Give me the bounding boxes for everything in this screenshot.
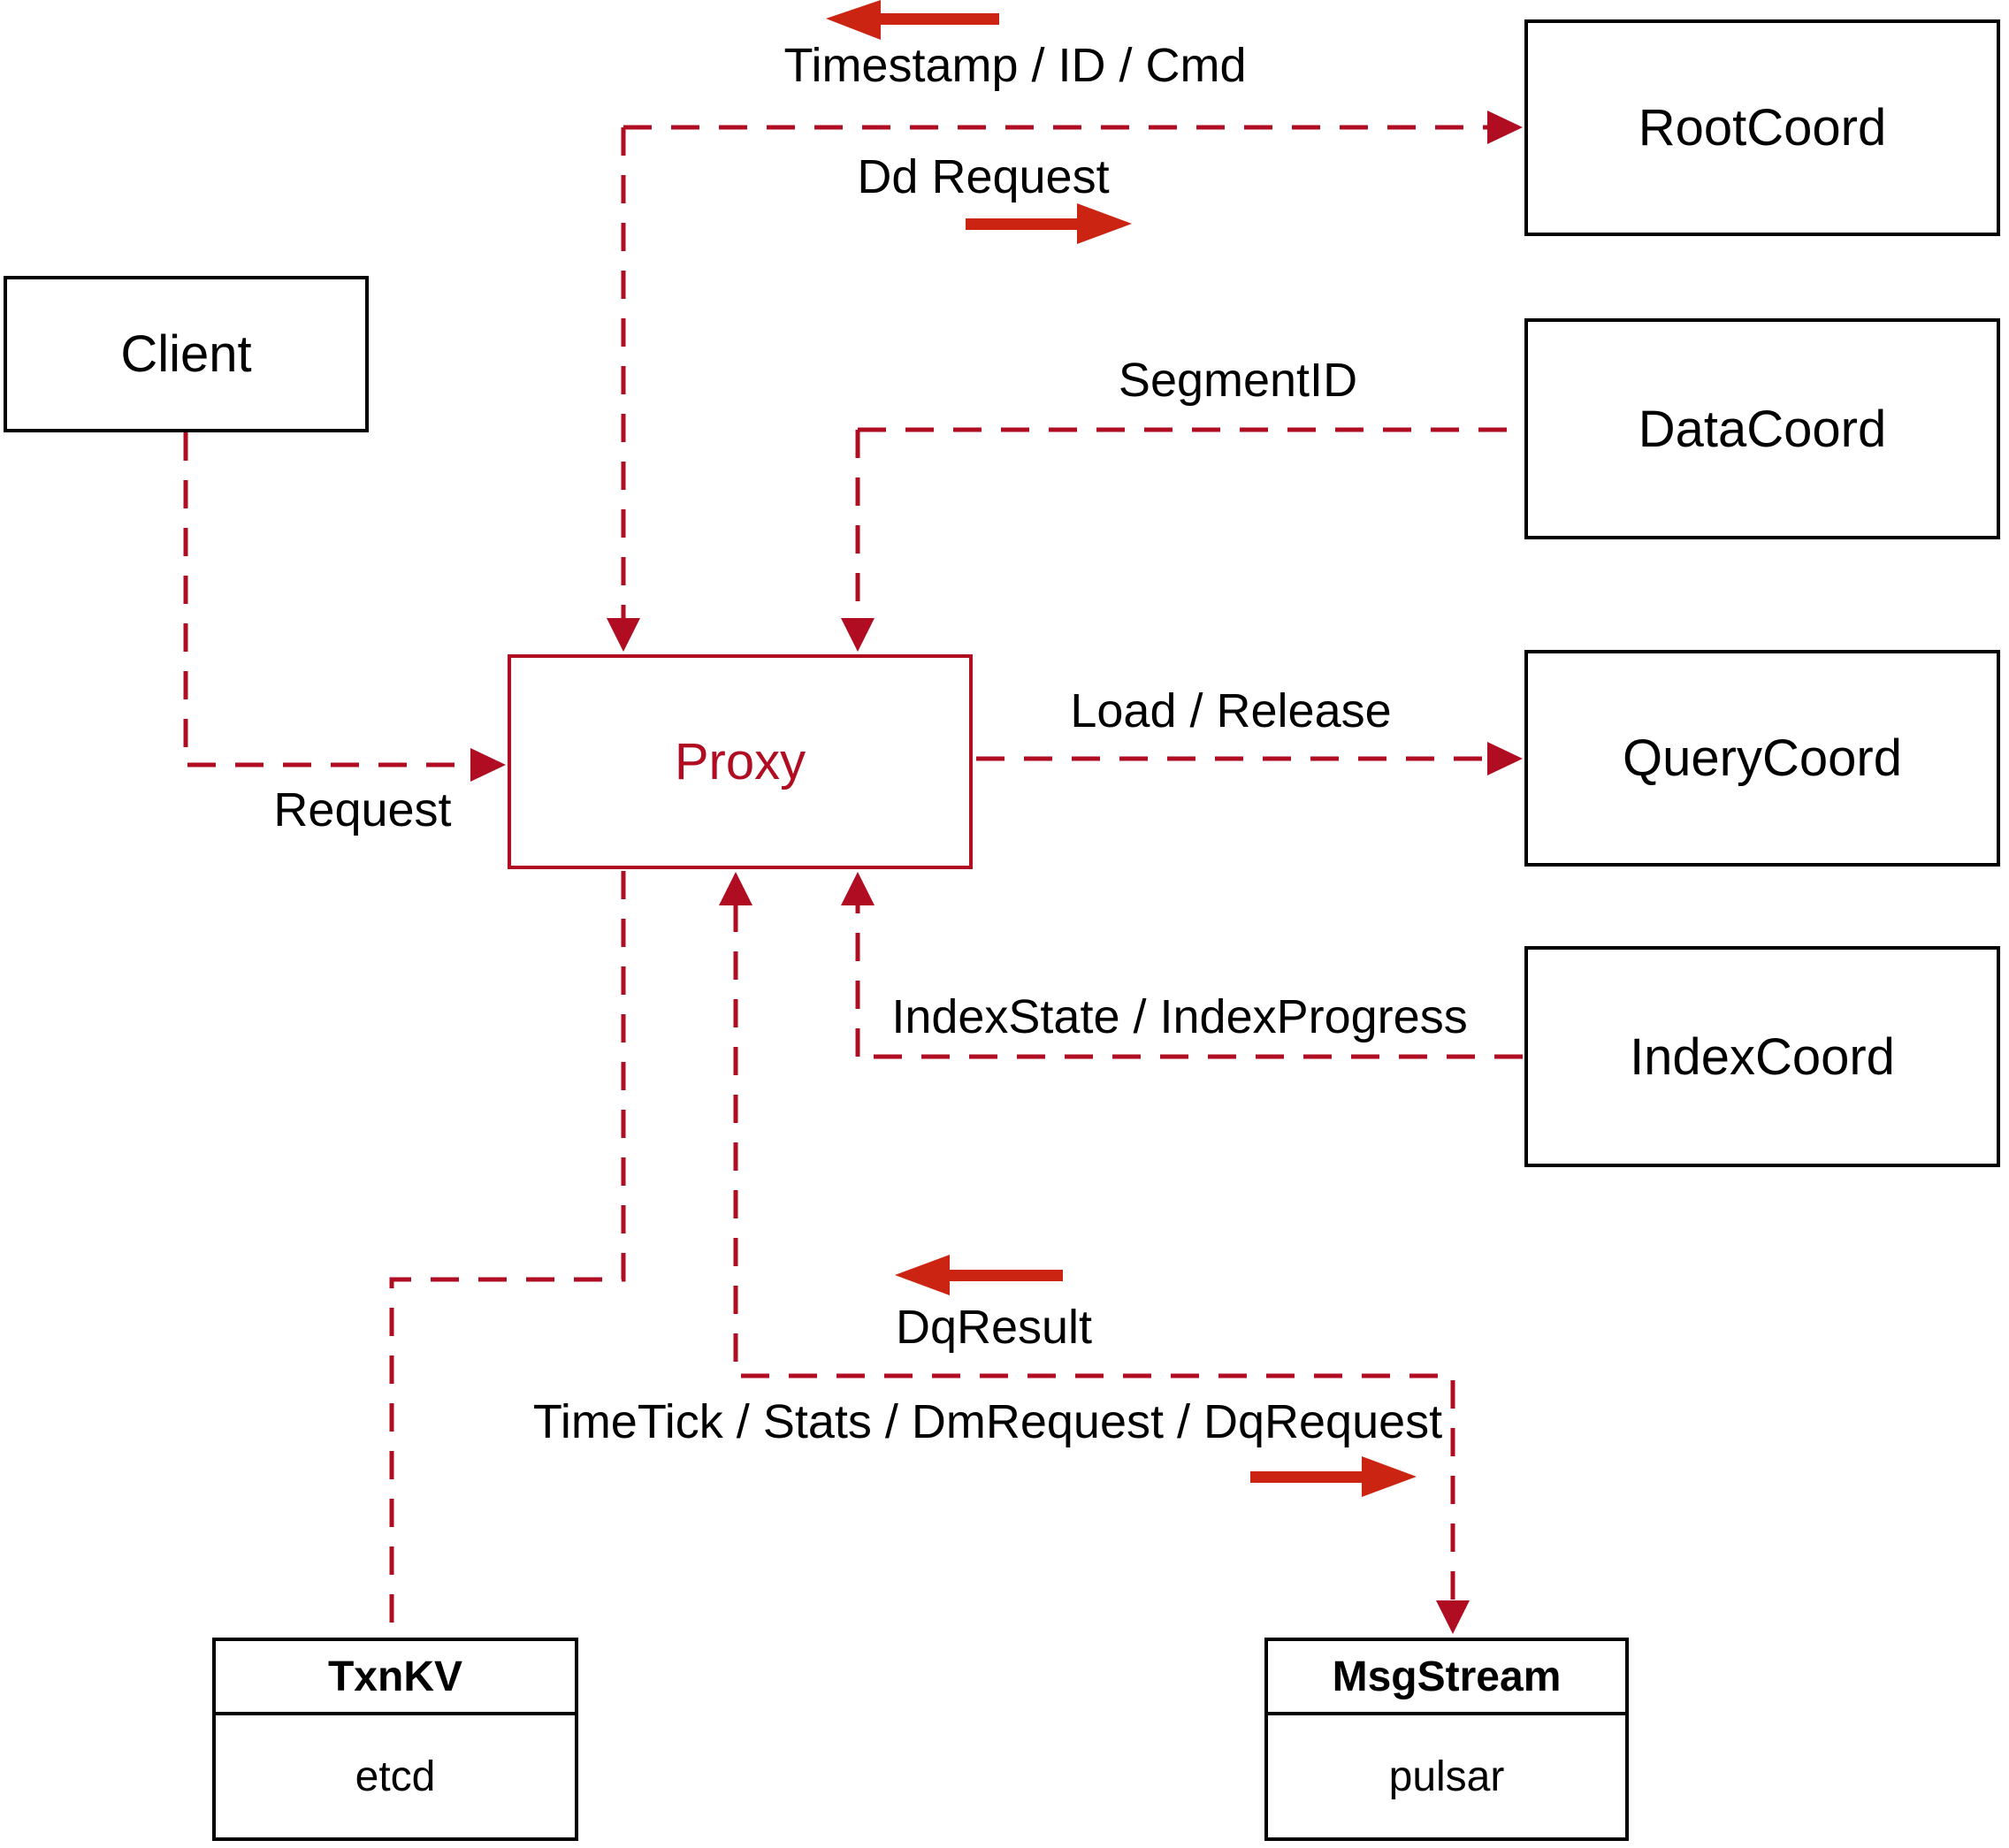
edge-indexcoord-proxy <box>841 872 1523 1059</box>
indexcoord-node: IndexCoord <box>1524 946 2000 1167</box>
msgstream-title: MsgStream <box>1268 1641 1625 1715</box>
client-label: Client <box>120 325 252 383</box>
client-node: Client <box>4 276 369 432</box>
arrow-proxy-to-rootcoord <box>966 203 1132 244</box>
edge-client-proxy <box>183 432 506 782</box>
edge-proxy-rootcoord <box>607 111 1523 652</box>
msgstream-node: MsgStream pulsar <box>1264 1638 1629 1841</box>
querycoord-node: QueryCoord <box>1524 650 2000 867</box>
edge-proxy-querycoord <box>976 742 1523 775</box>
arrow-msgstream-to-proxy <box>895 1255 1063 1295</box>
arrow-proxy-to-msgstream <box>1250 1456 1417 1497</box>
dd-request-label: Dd Request <box>857 150 1110 203</box>
querycoord-label: QueryCoord <box>1623 729 1902 787</box>
indexstate-indexprogress-label: IndexState / IndexProgress <box>891 990 1468 1043</box>
txnkv-subtitle: etcd <box>355 1753 436 1800</box>
indexcoord-label: IndexCoord <box>1630 1027 1895 1086</box>
txnkv-title: TxnKV <box>216 1641 575 1715</box>
datacoord-label: DataCoord <box>1638 400 1887 458</box>
dqresult-label: DqResult <box>895 1301 1093 1354</box>
request-label: Request <box>273 783 452 836</box>
edge-proxy-txnkv <box>389 871 626 1634</box>
rootcoord-node: RootCoord <box>1524 19 2000 236</box>
rootcoord-label: RootCoord <box>1638 99 1887 157</box>
edge-datacoord-proxy <box>841 427 1523 652</box>
segmentid-label: SegmentID <box>1118 354 1358 407</box>
proxy-node: Proxy <box>508 654 973 869</box>
timetick-stats-label: TimeTick / Stats / DmRequest / DqRequest <box>532 1395 1443 1448</box>
edge-proxy-msgstream <box>719 872 1470 1634</box>
txnkv-node: TxnKV etcd <box>212 1638 578 1841</box>
msgstream-subtitle: pulsar <box>1388 1753 1505 1800</box>
proxy-label: Proxy <box>674 733 806 790</box>
load-release-label: Load / Release <box>1070 684 1392 737</box>
timestamp-id-cmd-label: Timestamp / ID / Cmd <box>783 39 1247 92</box>
datacoord-node: DataCoord <box>1524 318 2000 539</box>
arrow-rootcoord-to-proxy <box>826 0 999 40</box>
